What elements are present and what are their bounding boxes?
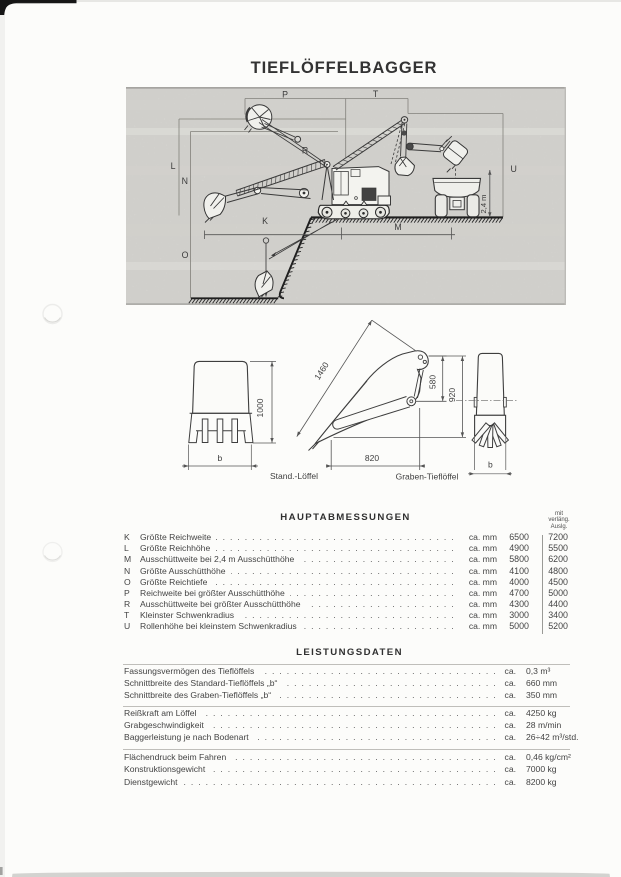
svg-text:Graben-Tieflöffel: Graben-Tieflöffel xyxy=(396,472,459,482)
svg-text:820: 820 xyxy=(365,453,379,463)
svg-text:2,4 m: 2,4 m xyxy=(479,195,488,214)
svg-text:580: 580 xyxy=(427,375,437,389)
svg-text:U: U xyxy=(511,164,517,174)
svg-text:K: K xyxy=(262,216,268,226)
svg-text:b: b xyxy=(218,453,223,463)
svg-text:O: O xyxy=(182,250,189,260)
svg-text:1460: 1460 xyxy=(312,360,331,382)
svg-text:L: L xyxy=(171,161,176,171)
svg-text:P: P xyxy=(282,90,288,100)
svg-text:N: N xyxy=(182,176,188,186)
svg-text:920: 920 xyxy=(447,388,457,402)
svg-text:Stand.-Löffel: Stand.-Löffel xyxy=(270,471,318,481)
svg-text:R: R xyxy=(302,146,308,156)
svg-text:b: b xyxy=(488,460,493,470)
svg-text:1000: 1000 xyxy=(255,398,265,417)
svg-text:T: T xyxy=(373,89,379,99)
svg-text:M: M xyxy=(394,222,401,232)
